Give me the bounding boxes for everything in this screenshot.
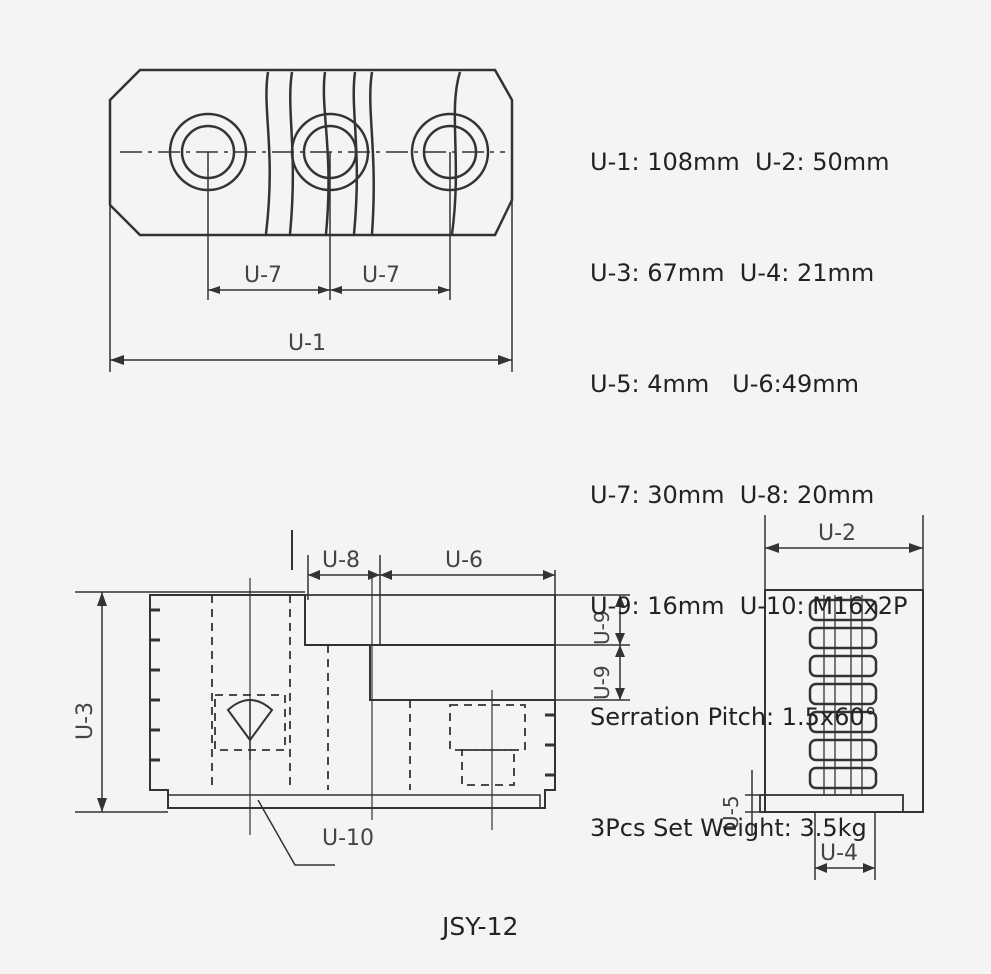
spec-line-u3-u4: U-3: 67mm U-4: 21mm xyxy=(590,259,875,287)
label-u4: U-4 xyxy=(820,841,858,866)
model-caption: JSY-12 xyxy=(442,912,519,941)
spec-line-u7-u8: U-7: 30mm U-8: 20mm xyxy=(590,481,875,509)
spec-line-serration: Serration Pitch: 1.5x60° xyxy=(590,703,877,731)
top-view xyxy=(108,68,514,372)
front-view xyxy=(75,530,630,866)
spec-list: U-1: 108mm U-2: 50mm U-3: 67mm U-4: 21mm… xyxy=(590,70,907,884)
spec-line-u5-u6: U-5: 4mm U-6:49mm xyxy=(590,370,860,398)
label-u2: U-2 xyxy=(818,521,856,546)
label-u9-bottom: U-9 xyxy=(590,665,614,700)
side-view xyxy=(745,515,924,880)
serration-line xyxy=(264,71,271,235)
serration-line xyxy=(450,71,462,235)
hidden-lines xyxy=(211,595,526,790)
label-u7-right: U-7 xyxy=(362,263,400,288)
label-u3: U-3 xyxy=(73,702,98,740)
serration-ticks xyxy=(150,608,555,777)
spec-line-u1-u2: U-1: 108mm U-2: 50mm xyxy=(590,148,890,176)
label-u5: U-5 xyxy=(719,795,743,830)
serration-line xyxy=(322,71,330,235)
side-teeth xyxy=(808,598,878,790)
label-u6: U-6 xyxy=(445,548,483,573)
serration-line xyxy=(352,71,359,235)
label-u10: U-10 xyxy=(322,826,374,851)
jaw-top-outline xyxy=(108,68,514,237)
label-u9-top: U-9 xyxy=(590,610,614,645)
label-u7-left: U-7 xyxy=(244,263,282,288)
label-u8: U-8 xyxy=(322,548,360,573)
jaw-front-outline xyxy=(149,594,556,809)
serration-line xyxy=(288,71,295,235)
spec-line-u9-u10: U-9: 16mm U-10: M16x2P xyxy=(590,592,908,620)
spec-line-weight: 3Pcs Set Weight: 3.5kg xyxy=(590,814,867,842)
serration-line xyxy=(369,71,375,235)
label-u1: U-1 xyxy=(288,331,326,356)
